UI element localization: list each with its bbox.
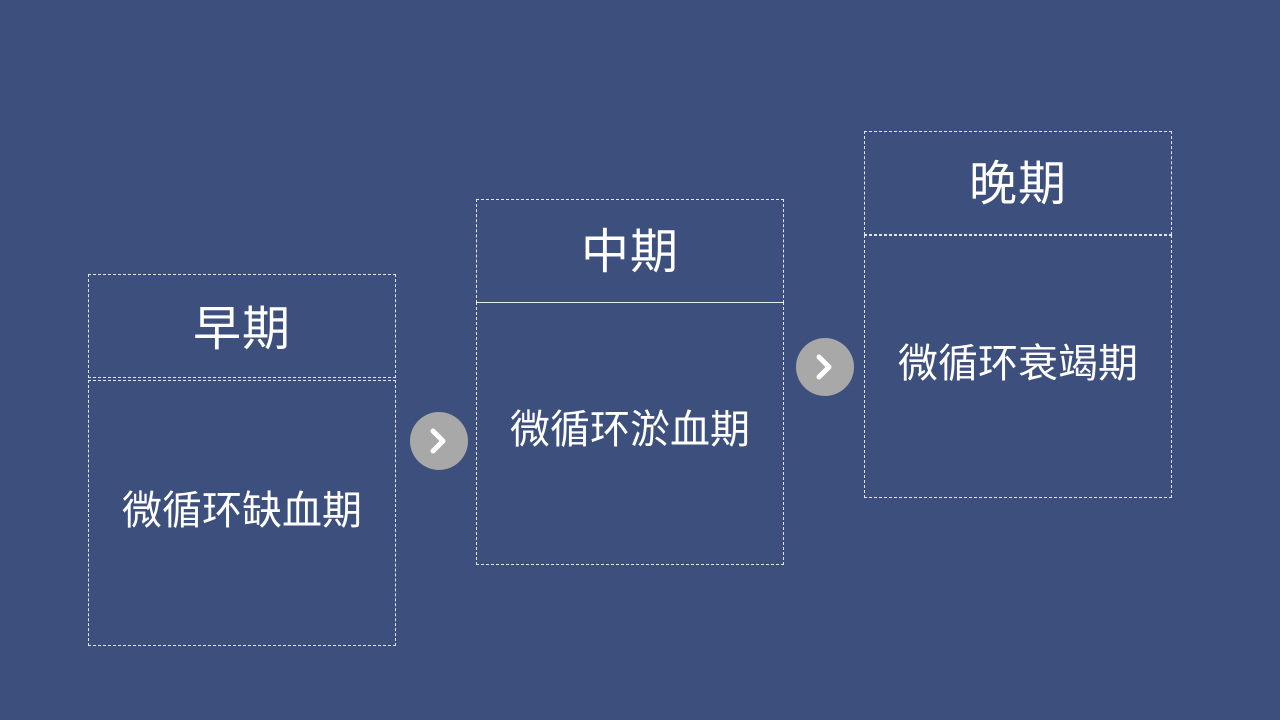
chevron-right-icon bbox=[796, 338, 854, 396]
stage-header-mid: 中期 bbox=[476, 199, 784, 303]
stage-title-mid: 中期 bbox=[580, 224, 679, 280]
stage-description-early: 微循环缺血期 bbox=[122, 488, 362, 534]
stage-header-early: 早期 bbox=[88, 274, 396, 378]
chevron-right-icon-shape bbox=[816, 354, 832, 380]
stage-title-early: 早期 bbox=[192, 301, 291, 357]
stage-description-late: 微循环衰竭期 bbox=[898, 341, 1138, 387]
stage-body-early: 微循环缺血期 bbox=[88, 380, 396, 646]
stage-title-late: 晚期 bbox=[968, 156, 1067, 212]
stage-body-mid: 微循环淤血期 bbox=[476, 302, 784, 565]
stage-header-late: 晚期 bbox=[864, 131, 1172, 235]
stage-description-mid: 微循环淤血期 bbox=[510, 407, 750, 453]
chevron-right-icon bbox=[410, 412, 468, 470]
chevron-right-icon-shape bbox=[430, 428, 446, 454]
stage-body-late: 微循环衰竭期 bbox=[864, 235, 1172, 498]
